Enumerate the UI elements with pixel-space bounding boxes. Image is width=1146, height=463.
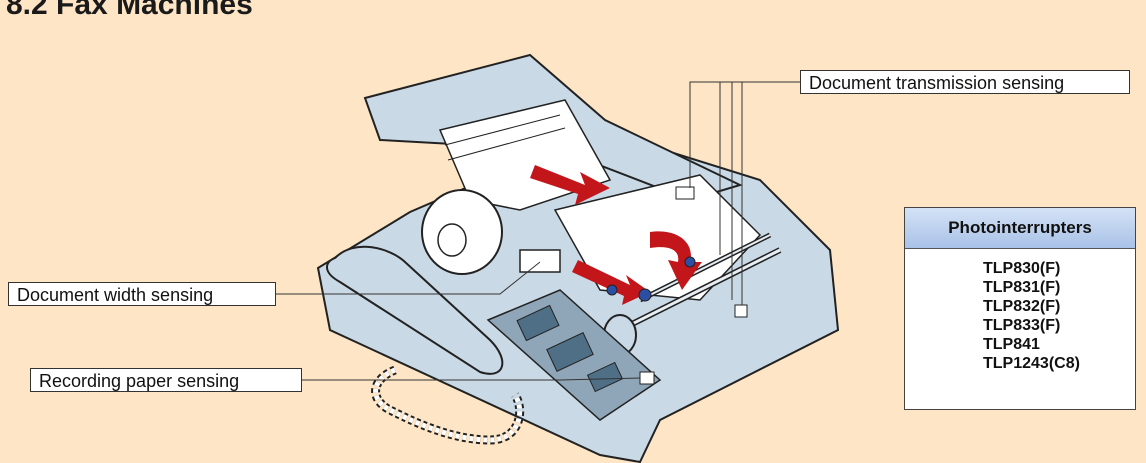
part-number: TLP832(F) xyxy=(983,297,1135,316)
part-number: TLP830(F) xyxy=(983,259,1135,278)
callout-document-width-sensing: Document width sensing xyxy=(8,282,276,306)
part-number-list: TLP830(F) TLP831(F) TLP832(F) TLP833(F) … xyxy=(983,259,1135,373)
photointerrupters-box: Photointerrupters TLP830(F) TLP831(F) TL… xyxy=(904,207,1136,410)
part-number: TLP833(F) xyxy=(983,316,1135,335)
callout-document-transmission-sensing: Document transmission sensing xyxy=(800,70,1130,94)
part-number: TLP1243(C8) xyxy=(983,354,1135,373)
callout-recording-paper-sensing: Recording paper sensing xyxy=(30,368,302,392)
part-number: TLP841 xyxy=(983,335,1135,354)
photointerrupters-header: Photointerrupters xyxy=(905,208,1135,249)
part-number: TLP831(F) xyxy=(983,278,1135,297)
